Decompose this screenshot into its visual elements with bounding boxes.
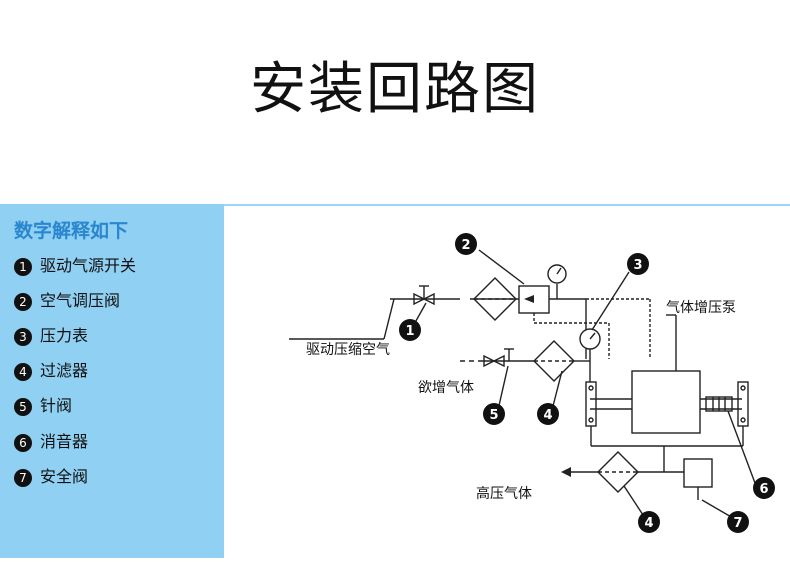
filter-symbol [473, 277, 517, 321]
right-cylinder-port [740, 385, 746, 391]
callout-leader [478, 249, 525, 285]
legend-label: 空气调压阀 [40, 291, 121, 310]
callout-circle [483, 403, 505, 425]
circuit-diagram: 2 3 1 5 4 6 4 7 驱动压缩空气 气体增压泵 欲增气体 高压气体 [289, 233, 775, 533]
legend-number: 7 [14, 468, 32, 487]
legend-item: 4 过滤器 [14, 357, 88, 381]
callout-leader [497, 365, 509, 411]
callout-leader [727, 410, 756, 484]
legend-label: 过滤器 [40, 361, 89, 380]
callout-leader [623, 485, 646, 519]
right-cylinder-port [740, 417, 746, 423]
callout-number: 5 [489, 408, 498, 423]
pump-body [631, 370, 701, 434]
legend-label: 针阀 [40, 396, 73, 415]
left-cylinder [585, 381, 597, 427]
callout-circle [399, 319, 421, 341]
drive-valve-symbol [413, 292, 426, 306]
left-cylinder-port [588, 417, 594, 423]
legend-item: 5 针阀 [14, 392, 72, 416]
callout-circle [537, 403, 559, 425]
legend-item: 3 压力表 [14, 322, 88, 346]
drive-air-label-leader [383, 298, 395, 340]
right-cylinder [737, 381, 749, 427]
page-title: 安装回路图 [250, 57, 540, 122]
legend-label: 压力表 [40, 326, 89, 345]
callout-number: 7 [733, 516, 742, 531]
legend-item: 7 安全阀 [14, 463, 88, 487]
legend-number: 5 [14, 397, 32, 416]
legend-number: 4 [14, 362, 32, 381]
pump-label: 气体增压泵 [666, 300, 736, 316]
drive-valve-symbol [422, 292, 435, 306]
legend-heading: 数字解释如下 [14, 220, 129, 242]
filter-symbol [533, 340, 575, 382]
callout-circle [455, 233, 477, 255]
diagram-panel: 2 3 1 5 4 6 4 7 驱动压缩空气 气体增压泵 欲增气体 高压气体 [224, 204, 790, 562]
callout-number: 4 [644, 516, 653, 531]
callout-circle [627, 253, 649, 275]
callout-leader [551, 370, 563, 411]
legend-item: 1 驱动气源开关 [14, 252, 136, 276]
legend-label: 驱动气源开关 [40, 256, 137, 275]
outlet-arrow-icon [561, 467, 571, 477]
legend-label: 安全阀 [40, 467, 89, 486]
legend-number: 2 [14, 292, 32, 311]
left-cylinder-port [588, 385, 594, 391]
legend-number: 1 [14, 257, 32, 276]
filter-symbol [597, 451, 639, 493]
legend-number: 6 [14, 433, 32, 452]
callout-leader [701, 499, 734, 519]
callout-number: 6 [759, 482, 768, 497]
high-pressure-label: 高压气体 [476, 485, 532, 502]
callout-number: 1 [405, 324, 414, 339]
callout-circle [638, 511, 660, 533]
safety-valve-symbol [683, 458, 713, 488]
needle-valve-symbol [483, 354, 496, 368]
bottom-strip [0, 558, 790, 583]
boost-gas-label: 欲增气体 [418, 380, 474, 396]
callout-circle [753, 477, 775, 499]
gauge-needle [556, 267, 562, 275]
legend-item: 6 消音器 [14, 428, 88, 452]
regulator-arrow-icon [524, 295, 534, 303]
callout-number: 2 [461, 238, 470, 253]
legend-item: 2 空气调压阀 [14, 287, 120, 311]
drive-air-label: 驱动压缩空气 [306, 342, 390, 358]
callout-number: 3 [633, 258, 642, 273]
callout-leader [591, 271, 630, 331]
needle-valve-symbol [492, 354, 505, 368]
gauge-needle [589, 332, 596, 340]
callout-number: 4 [543, 408, 552, 423]
legend-label: 消音器 [40, 432, 89, 451]
legend-number: 3 [14, 327, 32, 346]
callout-circle [727, 511, 749, 533]
legend-panel: 数字解释如下 1 驱动气源开关 2 空气调压阀 3 压力表 4 过滤器 5 针阀 6 消音器… [0, 204, 224, 558]
